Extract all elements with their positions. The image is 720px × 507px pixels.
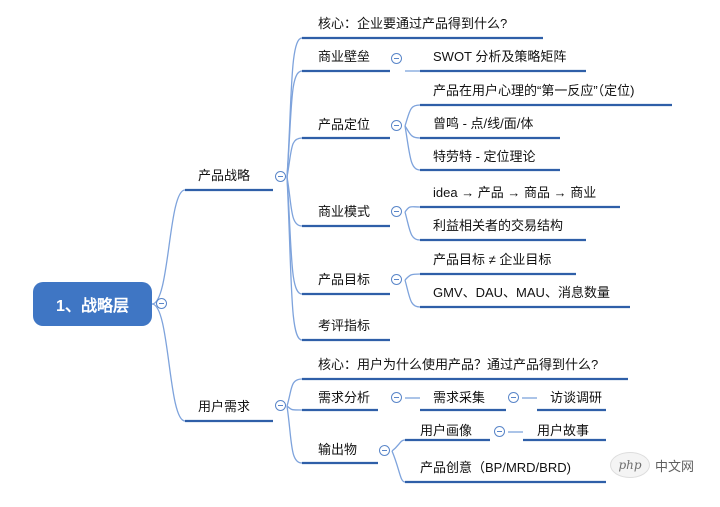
leaf-goal-1[interactable]: 产品目标 ≠ 企业目标 bbox=[433, 252, 552, 267]
collapse-icon[interactable] bbox=[391, 120, 402, 131]
node-product-positioning[interactable]: 产品定位 bbox=[318, 117, 371, 132]
collapse-icon[interactable] bbox=[156, 298, 167, 309]
collapse-icon[interactable] bbox=[494, 426, 505, 437]
php-logo-icon: php bbox=[610, 452, 650, 478]
node-needs-analysis[interactable]: 需求分析 bbox=[318, 390, 371, 405]
strategy-core[interactable]: 核心：企业要通过产品得到什么? bbox=[318, 16, 508, 31]
leaf-product-creative[interactable]: 产品创意（BP/MRD/BRD) bbox=[420, 460, 571, 475]
needs-core[interactable]: 核心：用户为什么使用产品？通过产品得到什么? bbox=[318, 357, 599, 372]
branch-user-needs[interactable]: 用户需求 bbox=[198, 399, 251, 414]
node-persona[interactable]: 用户画像 bbox=[420, 423, 473, 438]
leaf-positioning-1[interactable]: 产品在用户心理的“第一反应”（定位) bbox=[433, 83, 635, 98]
collapse-icon[interactable] bbox=[508, 392, 519, 403]
node-business-barrier[interactable]: 商业壁垒 bbox=[318, 49, 371, 64]
node-output[interactable]: 输出物 bbox=[318, 442, 358, 457]
collapse-icon[interactable] bbox=[379, 445, 390, 456]
collapse-icon[interactable] bbox=[275, 171, 286, 182]
node-product-goal[interactable]: 产品目标 bbox=[318, 272, 371, 287]
leaf-positioning-2[interactable]: 曾鸣 - 点/线/面/体 bbox=[433, 116, 534, 131]
leaf-positioning-3[interactable]: 特劳特 - 定位理论 bbox=[433, 149, 536, 164]
node-kpi[interactable]: 考评指标 bbox=[318, 318, 371, 333]
leaf-model-1[interactable]: idea → 产品 → 商品 → 商业 bbox=[433, 185, 597, 200]
leaf-model-2[interactable]: 利益相关者的交易结构 bbox=[433, 218, 564, 233]
collapse-icon[interactable] bbox=[391, 53, 402, 64]
watermark: php 中文网 bbox=[610, 452, 694, 478]
node-needs-collection[interactable]: 需求采集 bbox=[433, 390, 486, 405]
leaf-user-story[interactable]: 用户故事 bbox=[537, 423, 590, 438]
collapse-icon[interactable] bbox=[391, 392, 402, 403]
branch-product-strategy[interactable]: 产品战略 bbox=[198, 168, 251, 183]
watermark-text: 中文网 bbox=[655, 458, 695, 474]
collapse-icon[interactable] bbox=[391, 206, 402, 217]
node-business-model[interactable]: 商业模式 bbox=[318, 204, 371, 219]
leaf-swot[interactable]: SWOT 分析及策略矩阵 bbox=[433, 49, 567, 64]
collapse-icon[interactable] bbox=[275, 400, 286, 411]
root-node[interactable]: 1、战略层 bbox=[33, 282, 152, 326]
leaf-interview[interactable]: 访谈调研 bbox=[550, 390, 603, 405]
leaf-goal-2[interactable]: GMV、DAU、MAU、消息数量 bbox=[433, 285, 610, 300]
collapse-icon[interactable] bbox=[391, 274, 402, 285]
